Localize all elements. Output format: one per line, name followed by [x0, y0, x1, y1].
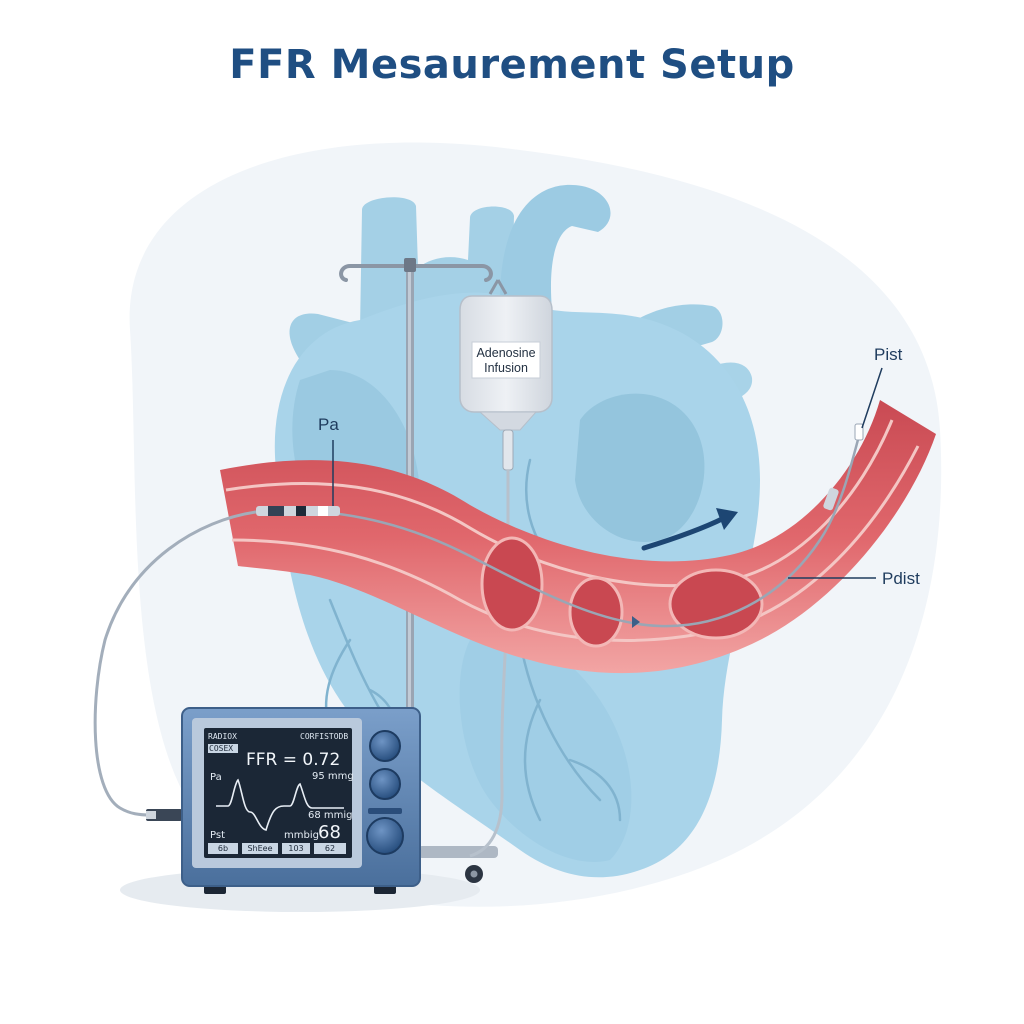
monitor-slot [368, 808, 402, 814]
vessel-lumen-line-top [225, 419, 894, 587]
drip-chamber [502, 429, 514, 471]
flow-arrow [641, 515, 727, 551]
monitor-knob-middle[interactable] [369, 768, 401, 800]
stenosis-ring-2 [568, 576, 624, 648]
monitor-screen [204, 728, 352, 858]
pist-label: Pist [874, 345, 903, 364]
monitor-ffr-value: FFR = 0.72 [246, 750, 340, 770]
heart-ventricle-shade [575, 393, 705, 542]
ffr-monitor: RADIOX CORFISTODB COSEX FFR = 0.72 Pa 95… [181, 707, 421, 894]
iv-pole-clamp [404, 258, 416, 272]
iv-pole-base [418, 846, 498, 858]
sensor-cable [93, 510, 257, 817]
iv-bag: Adenosine Infusion [459, 279, 553, 471]
monitor-waveform [216, 778, 344, 831]
softkey-2-label: ShEee [247, 844, 272, 853]
stenosis-ring-1 [480, 536, 544, 632]
monitor-header-right: CORFISTODB [300, 732, 348, 741]
softkey-1[interactable] [208, 843, 238, 854]
pressure-wire [253, 431, 862, 628]
pa-sensor [256, 506, 340, 516]
monitor-pd-value: 68 mmig [308, 810, 353, 821]
iv-pole-hook-left [339, 264, 412, 282]
pdist-label: Pdist [882, 569, 920, 588]
stenosis-ring-3 [668, 568, 764, 640]
monitor-tag: COSEX [209, 744, 233, 753]
iv-bag-label [471, 341, 541, 379]
monitor-pd-big: 68 [318, 822, 341, 843]
iv-bag-label-line1: Adenosine [476, 346, 535, 360]
softkey-4[interactable] [314, 843, 346, 854]
monitor-knob-top[interactable] [369, 730, 401, 762]
monitor-knob-large[interactable] [366, 817, 404, 855]
iv-bag-label-line2: Infusion [484, 361, 528, 375]
monitor-pa-value: 95 mmg [312, 771, 354, 782]
diagram-title: FFR Mesaurement Setup [229, 42, 795, 88]
monitor-header-left: RADIOX [208, 732, 237, 741]
softkey-3-label: 103 [288, 844, 303, 853]
flow-marker [632, 616, 640, 628]
pd-sensor [823, 423, 864, 511]
monitor-pa-label: Pa [210, 772, 222, 783]
monitor-pd-label: Pst [210, 830, 225, 841]
coronary-vessel [220, 400, 936, 674]
softkey-1-label: 6b [218, 844, 228, 853]
monitor-softkeys: 6b ShEee 103 62 [208, 843, 346, 854]
iv-pole-hook-right [408, 264, 493, 282]
softkey-2[interactable] [242, 843, 278, 854]
pist-callout-line [861, 367, 883, 429]
iv-bag-hanger [488, 279, 508, 295]
pa-label: Pa [318, 415, 339, 434]
monitor-pd-unit: mmbig [284, 830, 319, 841]
softkey-4-label: 62 [325, 844, 335, 853]
softkey-3[interactable] [282, 843, 310, 854]
heart-arch [500, 184, 611, 310]
